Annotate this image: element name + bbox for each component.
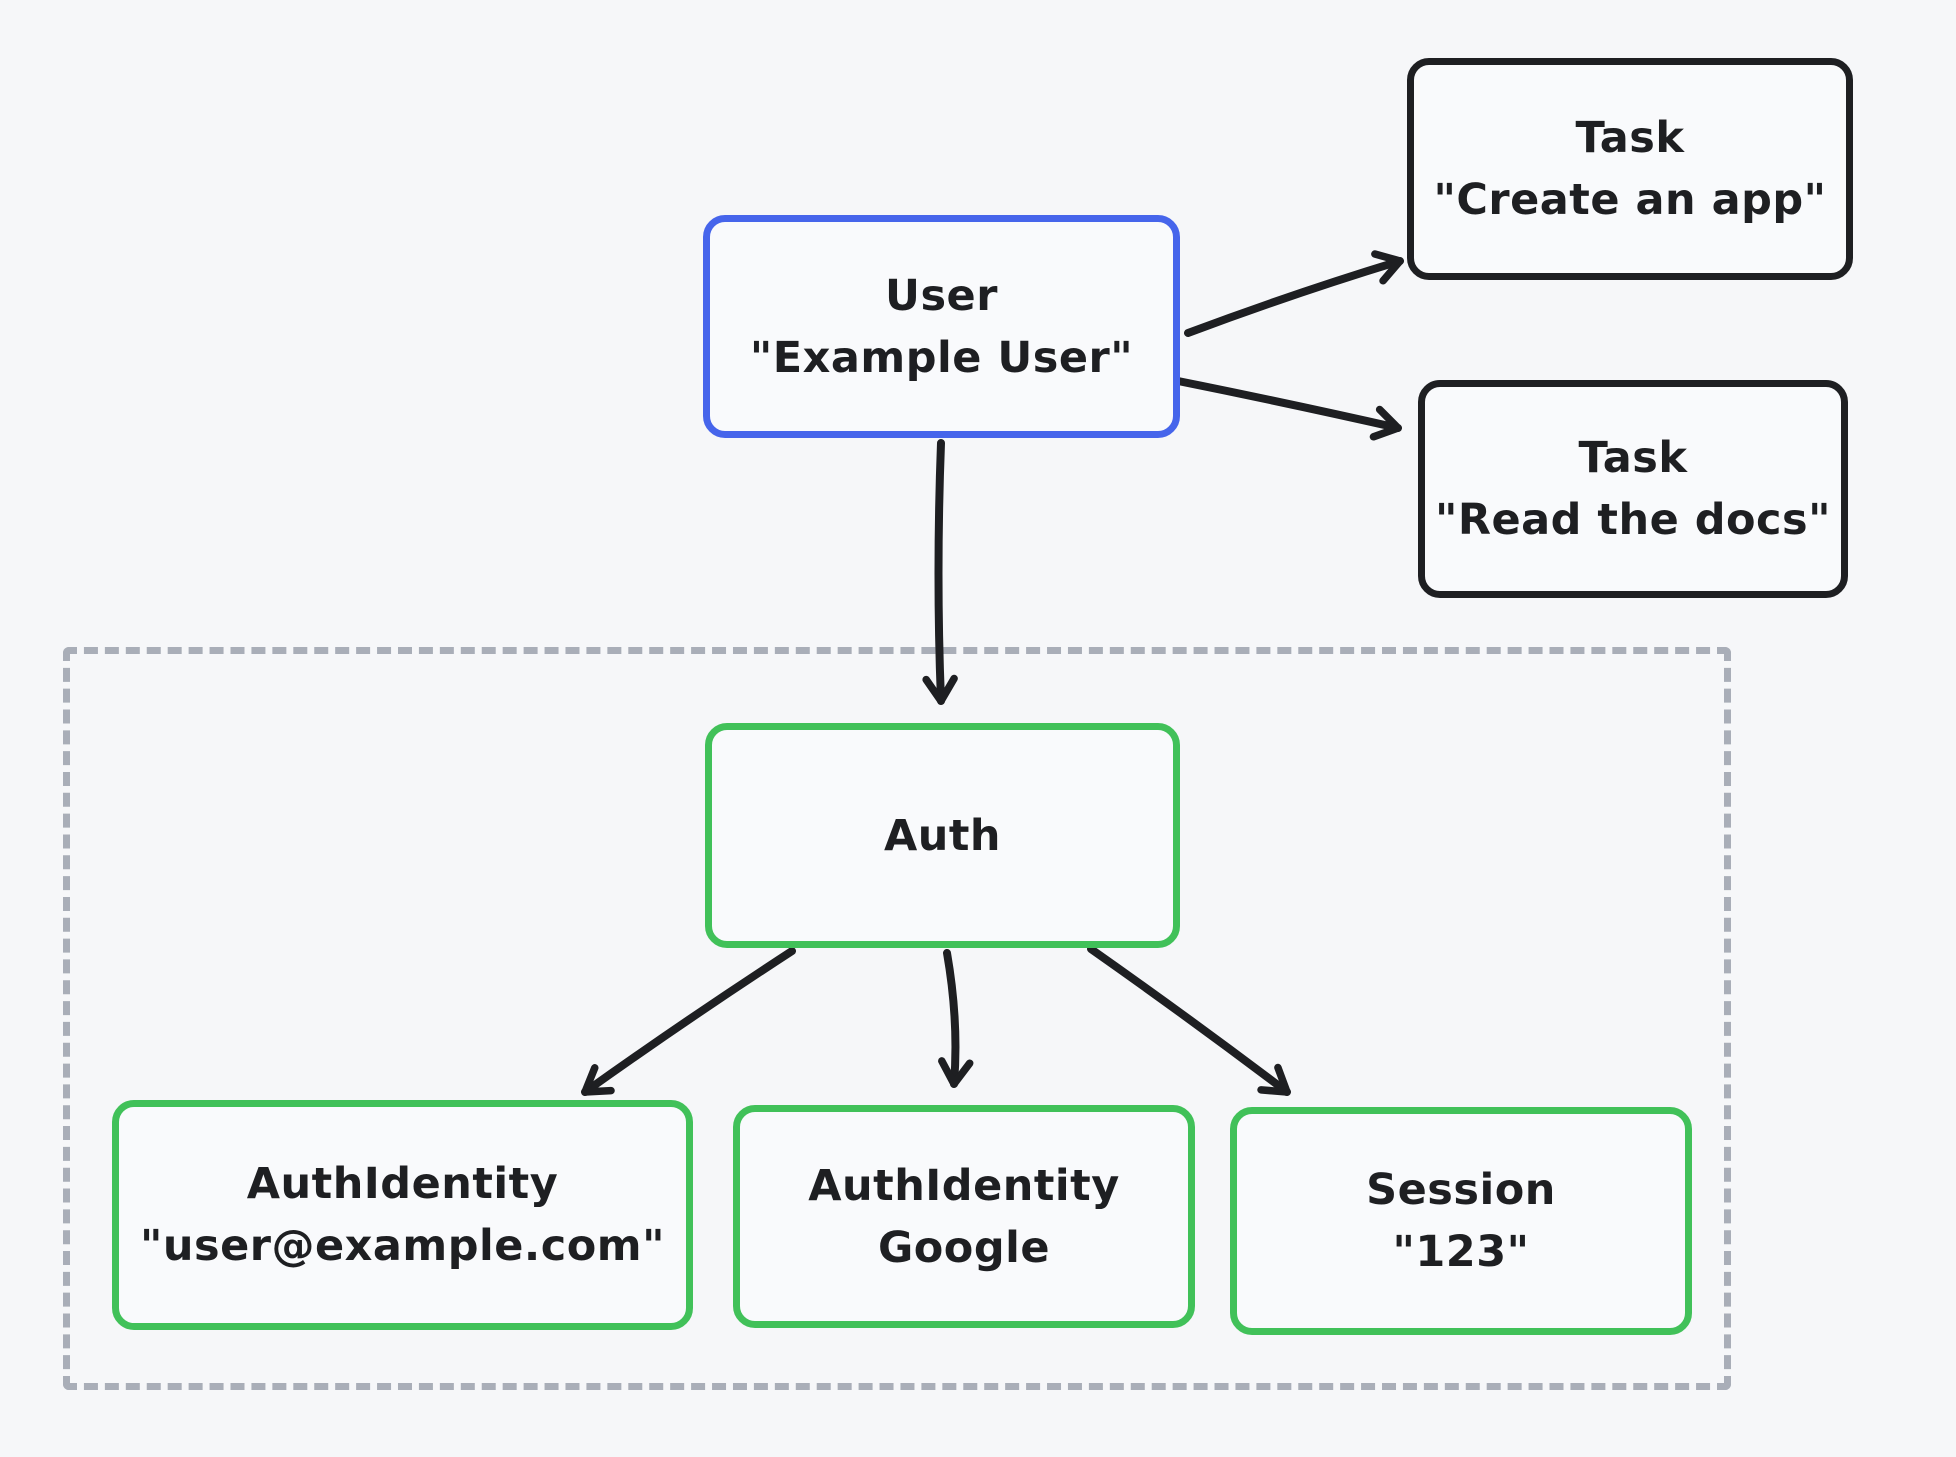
task-read-value-label: "Read the docs": [1434, 495, 1832, 545]
arrow-user-to-task-create: [1184, 250, 1404, 337]
user-node-value-label: "Example User": [749, 332, 1134, 383]
user-node: User "Example User": [703, 215, 1180, 438]
auth-identity-google-node: AuthIdentity Google: [733, 1105, 1195, 1328]
task-read-type-label: Task: [1578, 433, 1688, 483]
auth-identity-email-value-label: "user@example.com": [140, 1221, 665, 1271]
session-node-value-label: "123": [1392, 1227, 1530, 1277]
auth-identity-google-value-label: Google: [877, 1222, 1051, 1273]
task-create-an-app-node: Task "Create an app": [1407, 58, 1853, 280]
arrow-user-to-task-read: [1174, 377, 1402, 441]
auth-node: Auth: [705, 723, 1180, 948]
session-node: Session "123": [1230, 1107, 1692, 1335]
auth-node-label: Auth: [883, 810, 1002, 861]
task-create-value-label: "Create an app": [1433, 175, 1827, 225]
auth-identity-email-node: AuthIdentity "user@example.com": [112, 1100, 693, 1330]
task-read-the-docs-node: Task "Read the docs": [1418, 380, 1848, 598]
auth-identity-google-type-label: AuthIdentity: [808, 1160, 1120, 1211]
task-create-type-label: Task: [1575, 113, 1685, 163]
auth-scope-dashed-container: [63, 647, 1731, 1390]
auth-identity-email-type-label: AuthIdentity: [246, 1159, 559, 1209]
user-node-type-label: User: [885, 270, 998, 321]
session-node-type-label: Session: [1366, 1165, 1556, 1215]
